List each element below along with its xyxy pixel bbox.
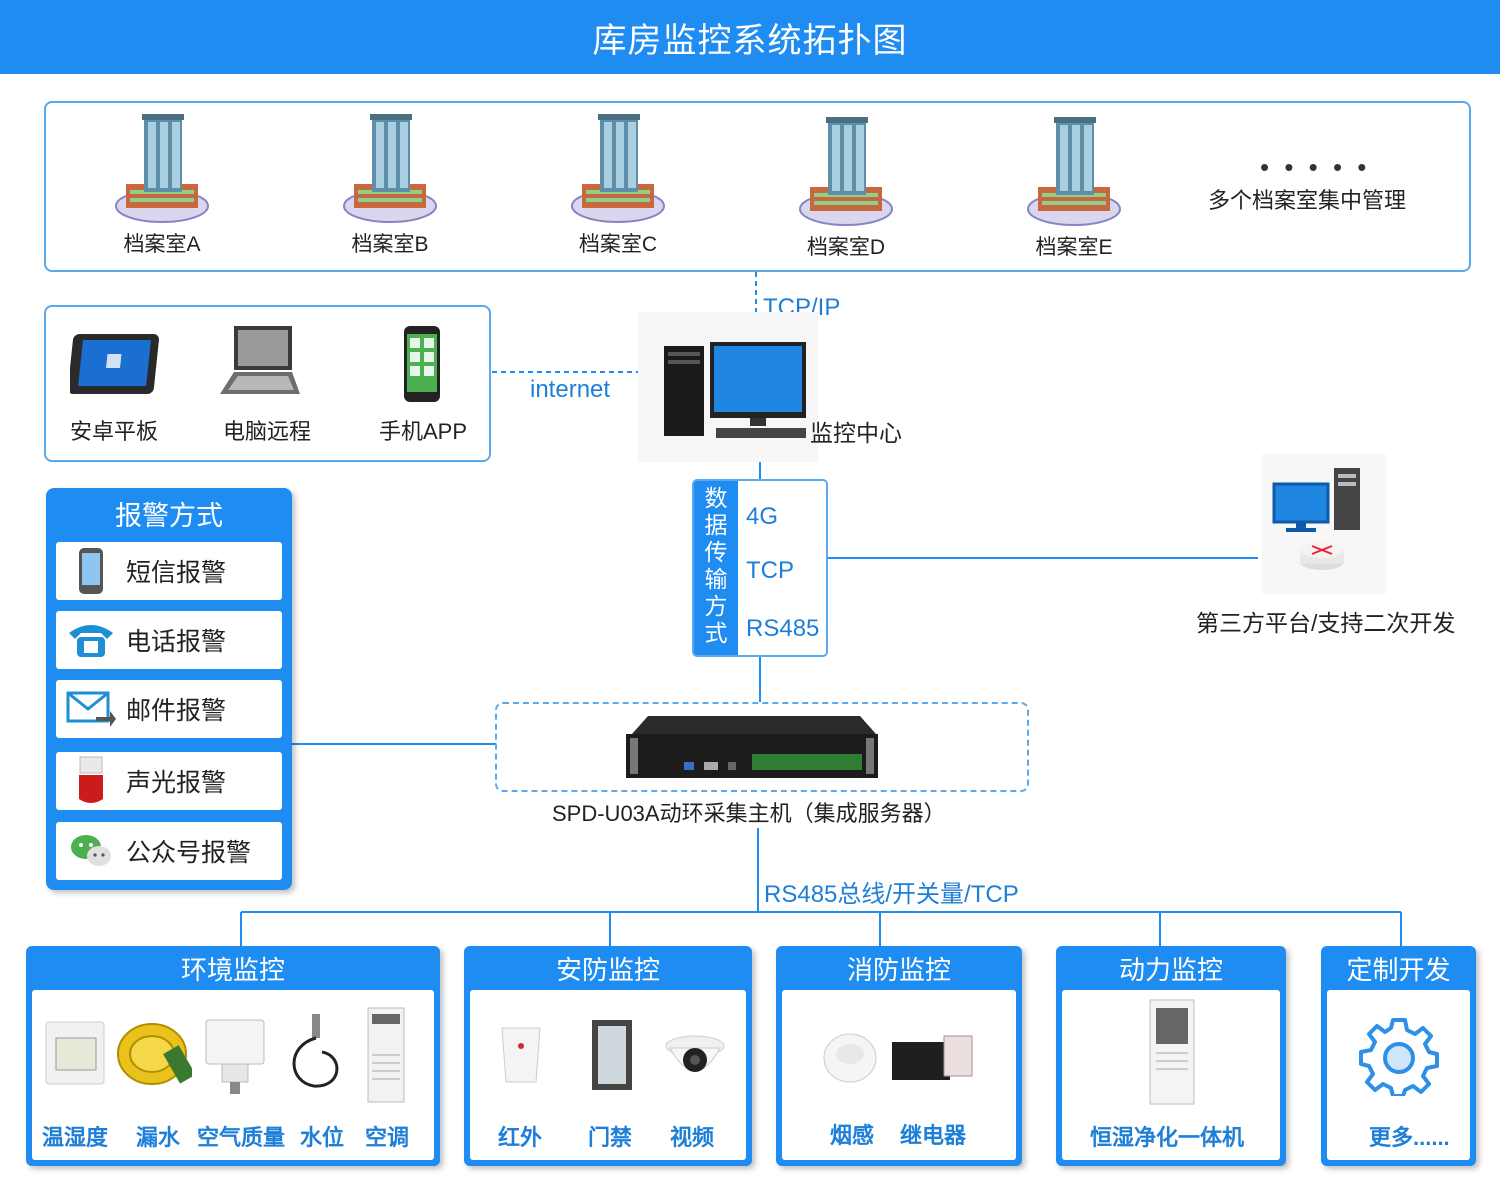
device-label-video: 视频 — [670, 1125, 715, 1150]
email-icon — [66, 691, 116, 727]
smoke-detector-icon — [823, 1033, 877, 1083]
thermohygrometer-icon — [45, 1021, 105, 1085]
infrared-sensor-icon — [501, 1027, 541, 1083]
alarm-item-phone-call[interactable]: 电话报警 — [56, 611, 282, 669]
access-control-door-icon — [592, 1020, 632, 1090]
category-content: 红外 门禁 视频 — [470, 990, 746, 1160]
rack-server-icon — [626, 716, 878, 778]
air-quality-sensor-icon — [205, 1019, 265, 1094]
alarm-item-siren[interactable]: 声光报警 — [56, 752, 282, 810]
remote-item-laptop[interactable]: 电脑远程 — [222, 419, 311, 444]
device-label-air-conditioner: 空调 — [365, 1125, 410, 1150]
alarm-item-label: 短信报警 — [126, 559, 227, 587]
more-rooms-label: 多个档案室集中管理 — [1208, 188, 1407, 213]
transmission-box: 数据传输方式 4G TCP RS485 — [692, 479, 828, 657]
category-title: 动力监控 — [1118, 955, 1223, 985]
archive-room-label: 档案室C — [578, 233, 658, 256]
mobile-phone-icon — [79, 548, 103, 594]
archive-room-label: 档案室E — [1035, 236, 1113, 259]
archive-room-label: 档案室D — [806, 236, 886, 259]
building-icon — [1027, 117, 1121, 226]
category-security: 安防监控 红外 门禁 视频 — [464, 946, 752, 1166]
device-label-water-level: 水位 — [300, 1125, 345, 1150]
archive-room-d[interactable]: 档案室D — [796, 113, 896, 261]
device-label-humidifier: 恒湿净化一体机 — [1090, 1125, 1245, 1150]
category-title: 环境监控 — [180, 955, 285, 985]
alarm-panel: 报警方式 短信报警 电话报警 邮件报警 — [46, 488, 292, 890]
alarm-item-label: 公众号报警 — [126, 839, 252, 867]
monitor-center-label: 监控中心 — [810, 420, 902, 446]
tablet-icon — [67, 330, 164, 405]
phone-icon — [402, 324, 442, 409]
collection-host-device[interactable] — [624, 714, 880, 787]
archive-room-c[interactable]: 档案室C — [568, 110, 668, 258]
laptop-icon — [214, 322, 306, 407]
device-label-smoke: 烟感 — [830, 1123, 875, 1148]
device-label-relay: 继电器 — [900, 1123, 967, 1148]
archive-room-b[interactable]: 档案室B — [340, 110, 440, 258]
category-title: 消防监控 — [846, 955, 951, 985]
alarm-title: 报警方式 — [115, 501, 223, 531]
host-box — [495, 702, 1029, 792]
archive-room-label: 档案室A — [123, 233, 201, 256]
monitor-center-computer[interactable] — [638, 312, 818, 467]
siren-icon — [79, 756, 103, 803]
host-label: SPD-U03A动环采集主机（集成服务器） — [552, 801, 946, 826]
transmission-side-label: 数据传输方式 — [694, 481, 738, 655]
gear-icon — [1359, 1018, 1439, 1096]
alarm-item-label: 声光报警 — [126, 769, 227, 797]
water-leak-cable-icon — [117, 1023, 192, 1085]
device-label-more: 更多...... — [1369, 1125, 1450, 1150]
archives-panel — [44, 101, 1471, 272]
water-level-sensor-icon — [292, 1014, 339, 1088]
telephone-icon — [69, 625, 113, 657]
dome-camera-icon — [665, 1035, 725, 1072]
category-content: 烟感 继电器 — [782, 990, 1016, 1160]
transmission-option-4g: 4G — [746, 503, 779, 530]
device-label-infrared: 红外 — [498, 1125, 543, 1150]
alarm-item-sms[interactable]: 短信报警 — [56, 542, 282, 600]
server-network-icon — [1262, 454, 1386, 594]
computer-icon — [638, 312, 818, 462]
category-content: 更多...... — [1327, 990, 1470, 1160]
transmission-option-tcp: TCP — [746, 557, 794, 584]
third-party-label: 第三方平台/支持二次开发 — [1196, 610, 1456, 636]
category-content: 温湿度 漏水 空气质量 水位 空调 — [32, 990, 434, 1160]
category-title: 定制开发 — [1346, 955, 1451, 985]
category-title: 安防监控 — [555, 955, 660, 985]
air-conditioner-icon — [367, 1007, 405, 1103]
relay-icon — [892, 1035, 973, 1080]
humidifier-purifier-icon — [1149, 999, 1195, 1105]
category-power: 动力监控 恒湿净化一体机 — [1056, 946, 1286, 1166]
archive-room-label: 档案室B — [351, 233, 429, 256]
archive-room-a[interactable]: 档案室A — [112, 110, 212, 258]
device-label-air-quality: 空气质量 — [197, 1125, 286, 1150]
device-label-access-control: 门禁 — [588, 1125, 633, 1150]
building-icon — [343, 114, 437, 223]
alarm-item-label: 邮件报警 — [126, 697, 227, 725]
more-rooms-dots: • • • • • — [1260, 152, 1371, 182]
category-custom: 定制开发 更多...... — [1321, 946, 1476, 1166]
page-title: 库房监控系统拓扑图 — [0, 0, 1500, 74]
archive-room-e[interactable]: 档案室E — [1024, 113, 1124, 261]
alarm-item-label: 电话报警 — [126, 628, 227, 656]
internet-label: internet — [530, 376, 611, 403]
building-icon — [799, 117, 893, 226]
building-icon — [115, 114, 209, 223]
device-label-temp-humidity: 温湿度 — [42, 1125, 109, 1150]
device-label-water-leak: 漏水 — [136, 1125, 181, 1150]
category-content: 恒湿净化一体机 — [1062, 990, 1280, 1160]
bus-label: RS485总线/开关量/TCP — [764, 881, 1019, 908]
wechat-icon — [71, 835, 111, 866]
alarm-item-email[interactable]: 邮件报警 — [56, 680, 282, 738]
building-icon — [571, 114, 665, 223]
third-party-platform[interactable] — [1262, 454, 1386, 599]
remote-item-tablet[interactable]: 安卓平板 — [69, 419, 158, 444]
category-environment: 环境监控 温湿度 漏水 空气质量 水位 — [26, 946, 440, 1166]
alarm-item-wechat[interactable]: 公众号报警 — [56, 822, 282, 880]
transmission-option-rs485: RS485 — [746, 615, 820, 642]
remote-item-phone-app[interactable]: 手机APP — [378, 419, 468, 444]
category-fire: 消防监控 烟感 继电器 — [776, 946, 1022, 1166]
